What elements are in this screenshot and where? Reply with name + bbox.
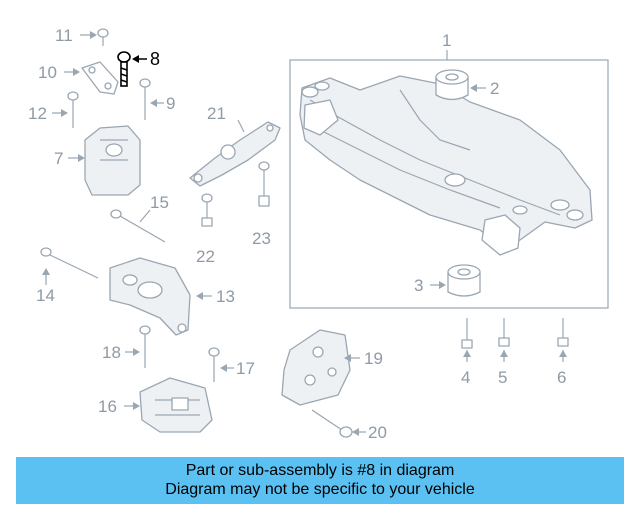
part-11-bolt[interactable] (80, 28, 109, 46)
part-9-bolt[interactable] (139, 78, 164, 120)
part-17-bolt[interactable] (208, 347, 234, 382)
label-16: 16 (98, 397, 117, 416)
label-7: 7 (54, 149, 63, 168)
label-12: 12 (28, 104, 47, 123)
label-3: 3 (414, 276, 423, 295)
label-10: 10 (38, 63, 57, 82)
part-7-mount[interactable] (68, 125, 141, 196)
label-14: 14 (36, 286, 55, 305)
label-1: 1 (442, 31, 451, 50)
part-21-link[interactable] (189, 119, 281, 187)
label-13: 13 (216, 287, 235, 306)
part-2-bushing[interactable] (435, 69, 486, 101)
label-9: 9 (166, 94, 175, 113)
part-8-bolt-highlighted[interactable] (117, 51, 147, 87)
part-5-bolt[interactable] (498, 318, 510, 362)
part-10-bracket[interactable] (64, 61, 119, 95)
part-19-bracket[interactable] (281, 329, 360, 406)
label-2: 2 (490, 79, 499, 98)
part-6-bolt[interactable] (557, 318, 569, 362)
part-18-bolt[interactable] (125, 325, 151, 368)
part-22-bolt[interactable] (201, 193, 213, 227)
label-6: 6 (557, 368, 566, 387)
label-19: 19 (364, 349, 383, 368)
label-4: 4 (461, 368, 470, 387)
label-21: 21 (207, 104, 226, 123)
info-banner: Part or sub-assembly is #8 in diagram Di… (16, 457, 624, 504)
label-18: 18 (102, 343, 121, 362)
part-14-bolt[interactable] (40, 247, 99, 285)
part-4-bolt[interactable] (461, 318, 473, 362)
parts-diagram: 1 2 3 4 5 6 7 8 9 10 11 12 13 14 15 16 1… (28, 26, 609, 442)
part-15-bolt[interactable] (110, 209, 166, 243)
part-13-mount[interactable] (109, 257, 212, 336)
label-15: 15 (150, 193, 169, 212)
part-23-bolt[interactable] (258, 161, 270, 207)
label-23: 23 (252, 229, 271, 248)
banner-line-1: Part or sub-assembly is #8 in diagram (185, 462, 455, 479)
part-20-bolt[interactable] (311, 409, 366, 438)
part-1-subframe[interactable] (289, 50, 609, 309)
banner-line-2: Diagram may not be specific to your vehi… (165, 481, 475, 498)
label-11: 11 (55, 26, 73, 45)
label-17: 17 (236, 359, 255, 378)
label-5: 5 (498, 368, 507, 387)
label-20: 20 (368, 423, 387, 442)
part-3-bushing[interactable] (430, 264, 481, 297)
label-22: 22 (196, 247, 215, 266)
part-12-bolt[interactable] (52, 91, 79, 128)
part-16-mount[interactable] (124, 377, 213, 433)
label-8: 8 (150, 49, 160, 69)
